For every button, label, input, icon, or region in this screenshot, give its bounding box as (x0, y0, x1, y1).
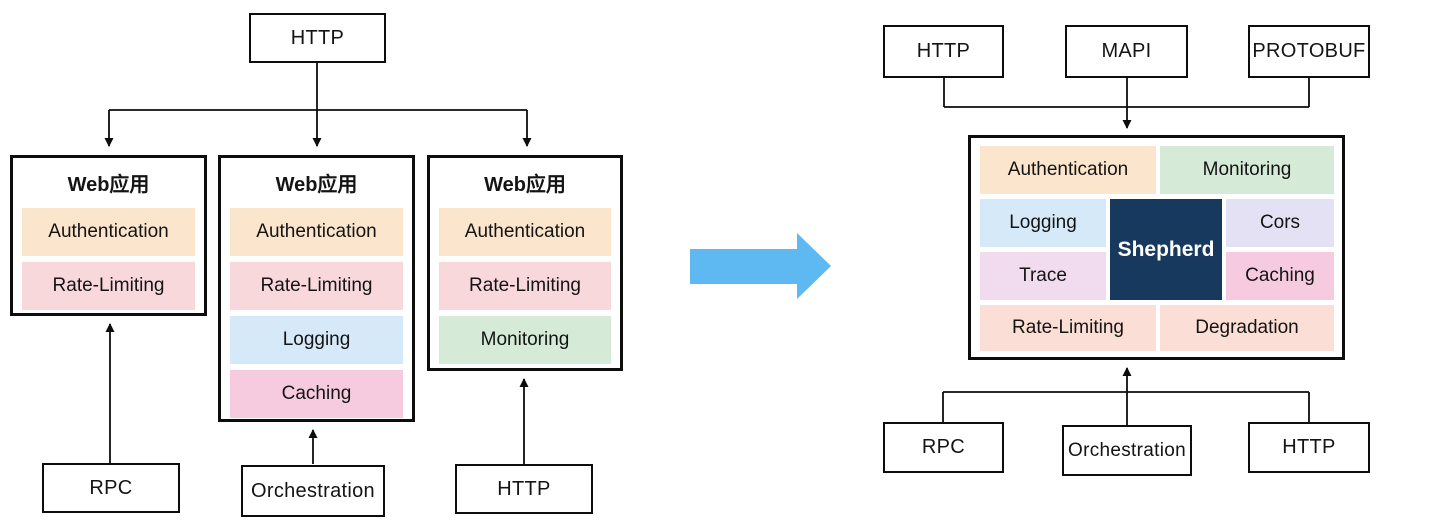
right-connectors (942, 78, 1310, 425)
protobuf-label: PROTOBUF (1252, 40, 1366, 62)
chip-monitoring: Monitoring (1160, 146, 1334, 194)
rpc-label: RPC (921, 436, 966, 458)
left-top-source-label: HTTP (290, 26, 345, 49)
shepherd-core-box: Shepherd (1110, 199, 1222, 300)
orchestration-label: Orchestration (251, 479, 375, 502)
chip-authentication: Authentication (230, 208, 403, 256)
rpc-label: RPC (89, 476, 133, 499)
right-top-source-mapi: MAPI (1065, 25, 1188, 78)
chip-authentication: Authentication (22, 208, 195, 256)
left-bottom-source-orchestration: Orchestration (241, 465, 385, 517)
left-bottom-source-http: HTTP (455, 464, 593, 514)
chip-rate-limiting: Rate-Limiting (980, 305, 1156, 351)
orchestration-label: Orchestration (1068, 439, 1186, 461)
chip-logging: Logging (230, 316, 403, 364)
right-bottom-source-orchestration: Orchestration (1062, 425, 1192, 476)
gateway-box: Authentication Monitoring Logging Trace … (968, 135, 1345, 360)
chip-caching: Caching (1226, 252, 1334, 300)
chip-caching: Caching (230, 370, 403, 418)
right-top-source-protobuf: PROTOBUF (1248, 25, 1370, 78)
transform-arrow-icon (690, 233, 831, 299)
chip-rate-limiting: Rate-Limiting (230, 262, 403, 310)
http-label: HTTP (497, 477, 551, 500)
left-connectors (104, 63, 532, 464)
right-bottom-source-http: HTTP (1248, 422, 1370, 473)
chip-rate-limiting: Rate-Limiting (439, 262, 611, 310)
chip-degradation: Degradation (1160, 305, 1334, 351)
chip-trace: Trace (980, 252, 1106, 300)
left-app-box-3: Web应用 Authentication Rate-Limiting Monit… (427, 155, 623, 371)
http-label: HTTP (1282, 436, 1336, 458)
left-app-box-2: Web应用 Authentication Rate-Limiting Loggi… (218, 155, 415, 422)
right-top-source-http: HTTP (883, 25, 1004, 78)
left-top-source-box: HTTP (249, 13, 386, 63)
app-title: Web应用 (484, 174, 566, 196)
chip-monitoring: Monitoring (439, 316, 611, 364)
chip-logging: Logging (980, 199, 1106, 247)
left-app-box-1: Web应用 Authentication Rate-Limiting (10, 155, 207, 316)
app-title: Web应用 (275, 174, 358, 196)
chip-cors: Cors (1226, 199, 1334, 247)
http-label: HTTP (916, 40, 971, 62)
chip-authentication: Authentication (439, 208, 611, 256)
chip-rate-limiting: Rate-Limiting (22, 262, 195, 310)
right-bottom-source-rpc: RPC (883, 422, 1004, 473)
app-title: Web应用 (67, 174, 150, 196)
chip-authentication: Authentication (980, 146, 1156, 194)
left-bottom-source-rpc: RPC (42, 463, 180, 513)
mapi-label: MAPI (1101, 40, 1152, 62)
